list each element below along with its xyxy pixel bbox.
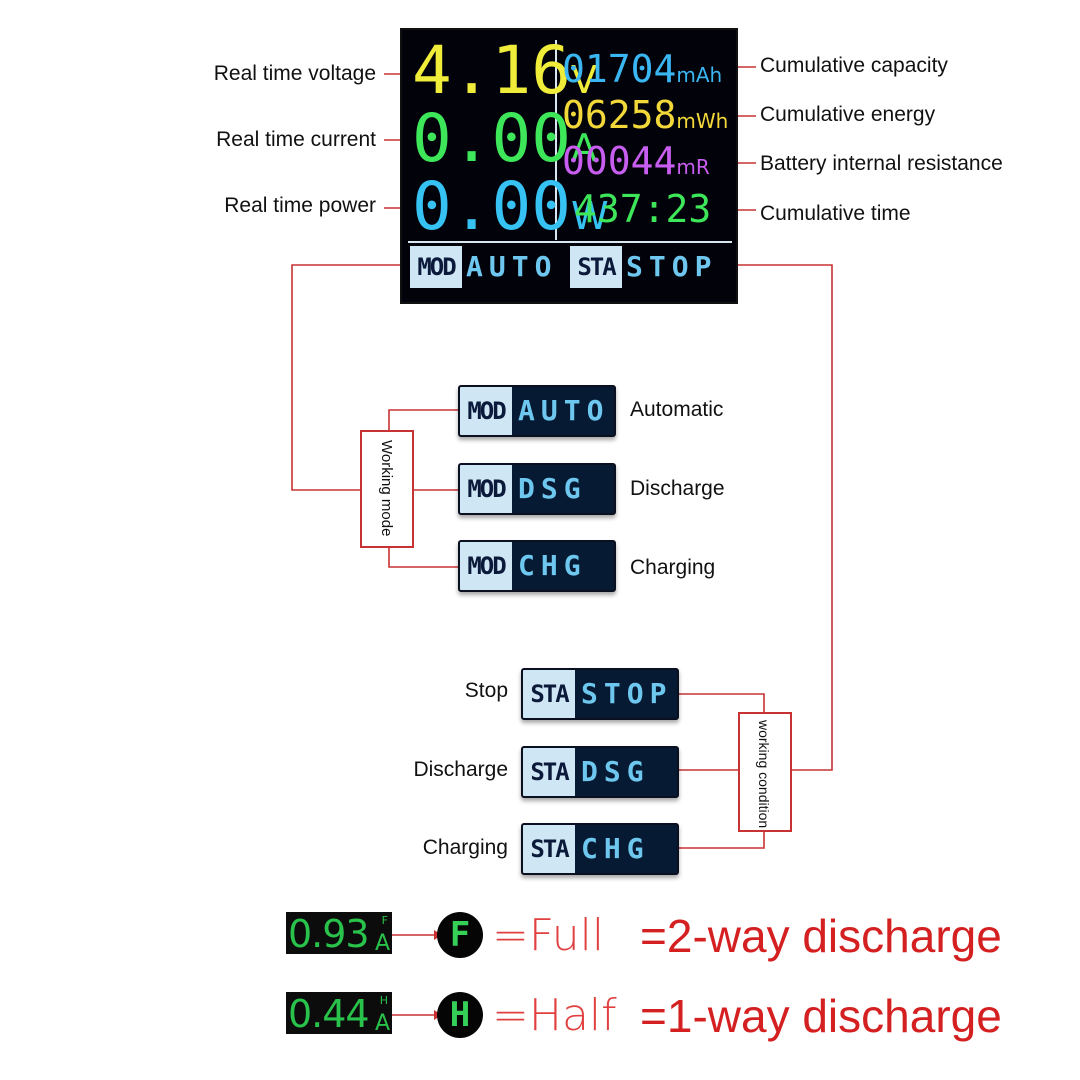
capacity-value: 01704 bbox=[562, 47, 677, 91]
time-value: 437:23 bbox=[574, 187, 712, 231]
capacity-readout: 01704mAh bbox=[562, 50, 722, 88]
label-real-time-current: Real time current bbox=[216, 128, 376, 151]
power-unit: W bbox=[570, 194, 609, 238]
voltage-readout: 4.16V bbox=[412, 38, 597, 104]
mode-chip-tag: MOD bbox=[460, 465, 512, 513]
label-battery-internal-resistance: Battery internal resistance bbox=[760, 152, 1003, 175]
lcd-divider-horizontal bbox=[408, 241, 732, 243]
mode-chip-auto: MOD AUTO bbox=[458, 385, 616, 437]
energy-value: 06258 bbox=[562, 93, 677, 137]
resistance-unit: mR bbox=[676, 155, 710, 179]
capacity-unit: mAh bbox=[676, 63, 723, 87]
lcd-sta-value: STOP bbox=[626, 250, 718, 283]
reading-full-unit: A bbox=[374, 931, 390, 956]
working-condition-label: working condition bbox=[756, 720, 772, 829]
reading-half-value: 0.44 bbox=[288, 992, 370, 1036]
resistance-readout: 00044mR bbox=[562, 142, 710, 180]
mode-chip-value: CHG bbox=[518, 549, 587, 582]
reading-half: 0.44 H A bbox=[286, 992, 392, 1036]
power-value: 0.00 bbox=[412, 168, 571, 245]
state-chip-tag: STA bbox=[523, 670, 575, 718]
mode-label-charging: Charging bbox=[630, 556, 716, 579]
state-label-stop: Stop bbox=[464, 679, 508, 702]
working-mode-label: Working mode bbox=[378, 440, 395, 537]
mode-label-automatic: Automatic bbox=[630, 398, 724, 421]
current-unit: A bbox=[570, 126, 597, 170]
legend-half-result: =1-way discharge bbox=[640, 990, 1002, 1042]
current-readout: 0.00A bbox=[412, 106, 597, 172]
reading-full-value: 0.93 bbox=[288, 912, 370, 956]
state-label-discharge: Discharge bbox=[413, 758, 508, 781]
working-mode-box: Working mode bbox=[360, 430, 414, 548]
voltage-unit: V bbox=[570, 58, 597, 102]
reading-full-superscript: F bbox=[381, 914, 388, 927]
full-indicator-icon: F bbox=[437, 912, 483, 958]
voltage-value: 4.16 bbox=[412, 32, 571, 109]
state-chip-dsg: STA DSG bbox=[521, 746, 679, 798]
mode-chip-chg: MOD CHG bbox=[458, 540, 616, 592]
legend-half-meaning: =Half bbox=[492, 990, 617, 1041]
state-chip-value: DSG bbox=[581, 755, 650, 788]
half-indicator-icon: H bbox=[437, 992, 483, 1038]
state-chip-stop: STA STOP bbox=[521, 668, 679, 720]
legend-full-meaning: =Full bbox=[492, 910, 605, 961]
state-chip-chg: STA CHG bbox=[521, 823, 679, 875]
state-label-charging: Charging bbox=[422, 836, 508, 859]
mode-chip-value: DSG bbox=[518, 472, 587, 505]
energy-unit: mWh bbox=[676, 109, 729, 133]
state-chip-value: CHG bbox=[581, 832, 650, 865]
time-readout: 437:23 bbox=[574, 190, 711, 228]
mode-chip-tag: MOD bbox=[460, 387, 512, 435]
label-cumulative-energy: Cumulative energy bbox=[760, 103, 936, 126]
power-readout: 0.00W bbox=[412, 174, 609, 240]
current-value: 0.00 bbox=[412, 100, 571, 177]
label-cumulative-time: Cumulative time bbox=[760, 202, 911, 225]
state-chip-tag: STA bbox=[523, 748, 575, 796]
reading-half-unit: A bbox=[374, 1011, 390, 1036]
legend-full-result: =2-way discharge bbox=[640, 910, 1002, 962]
lcd-sta-tag: STA bbox=[570, 246, 622, 288]
state-chip-tag: STA bbox=[523, 825, 575, 873]
lcd-screen: 4.16V 0.00A 0.00W 01704mAh 06258mWh 0004… bbox=[400, 28, 738, 304]
working-condition-box: working condition bbox=[738, 712, 792, 832]
reading-half-superscript: H bbox=[379, 994, 388, 1007]
label-cumulative-capacity: Cumulative capacity bbox=[760, 54, 948, 77]
mode-label-discharge: Discharge bbox=[630, 477, 725, 500]
lcd-mod-value: AUTO bbox=[466, 250, 558, 283]
mode-chip-tag: MOD bbox=[460, 542, 512, 590]
energy-readout: 06258mWh bbox=[562, 96, 728, 134]
resistance-value: 00044 bbox=[562, 139, 677, 183]
label-real-time-voltage: Real time voltage bbox=[213, 62, 376, 85]
mode-chip-value: AUTO bbox=[518, 394, 610, 427]
label-real-time-power: Real time power bbox=[224, 194, 376, 217]
lcd-mod-tag: MOD bbox=[410, 246, 462, 288]
mode-chip-dsg: MOD DSG bbox=[458, 463, 616, 515]
state-chip-value: STOP bbox=[581, 677, 673, 710]
reading-full: 0.93 F A bbox=[286, 912, 392, 956]
lcd-divider-vertical bbox=[555, 40, 557, 240]
